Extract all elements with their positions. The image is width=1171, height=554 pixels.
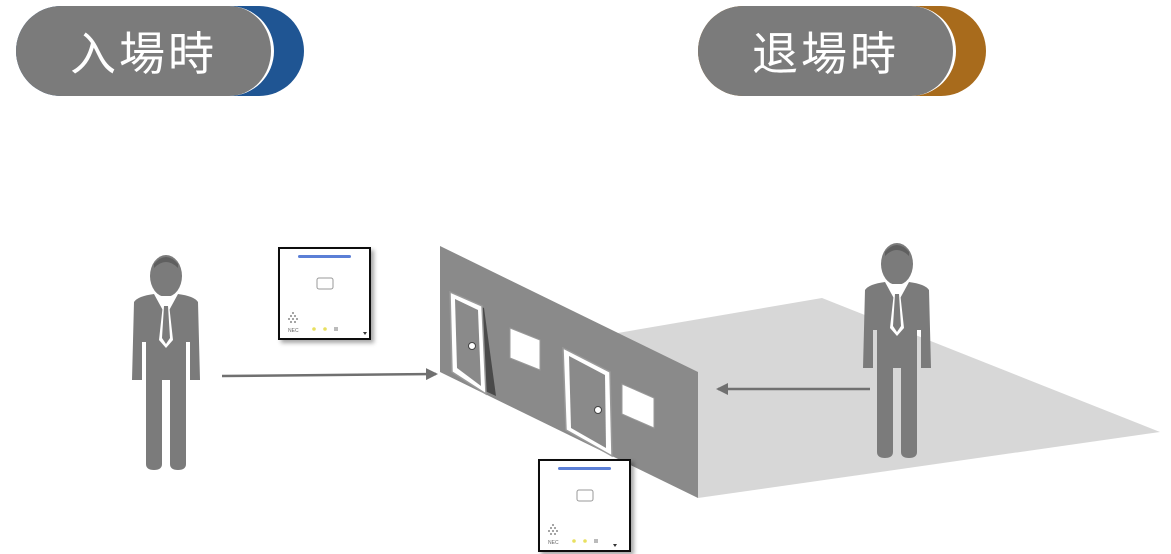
person-icon [863,243,931,458]
card-reader-icon: NEC [538,459,631,552]
card-reader-icon: NEC [278,247,371,340]
entry-label-pill: 入場時 [16,6,304,96]
door-icon [562,346,613,458]
door-icon [449,290,496,396]
exit-label: 退場時 [698,6,956,96]
arrow-right-icon [221,368,438,381]
wall-window [509,327,541,371]
device-brand: NEC [288,328,299,334]
exit-label-pill: 退場時 [698,6,986,96]
entry-label: 入場時 [16,6,274,96]
wall-window [621,383,655,429]
device-brand: NEC [548,540,559,546]
person-icon [132,255,200,470]
